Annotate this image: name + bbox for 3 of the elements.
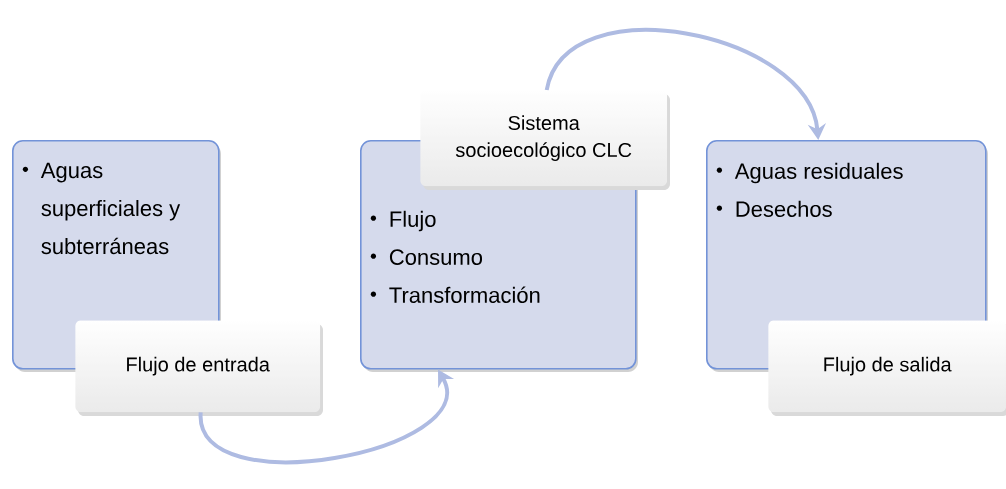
- label-box: Flujo de salida: [768, 320, 1006, 416]
- label-box: Sistema socioecológico CLC: [420, 90, 670, 190]
- label-box: Flujo de entrada: [75, 320, 323, 416]
